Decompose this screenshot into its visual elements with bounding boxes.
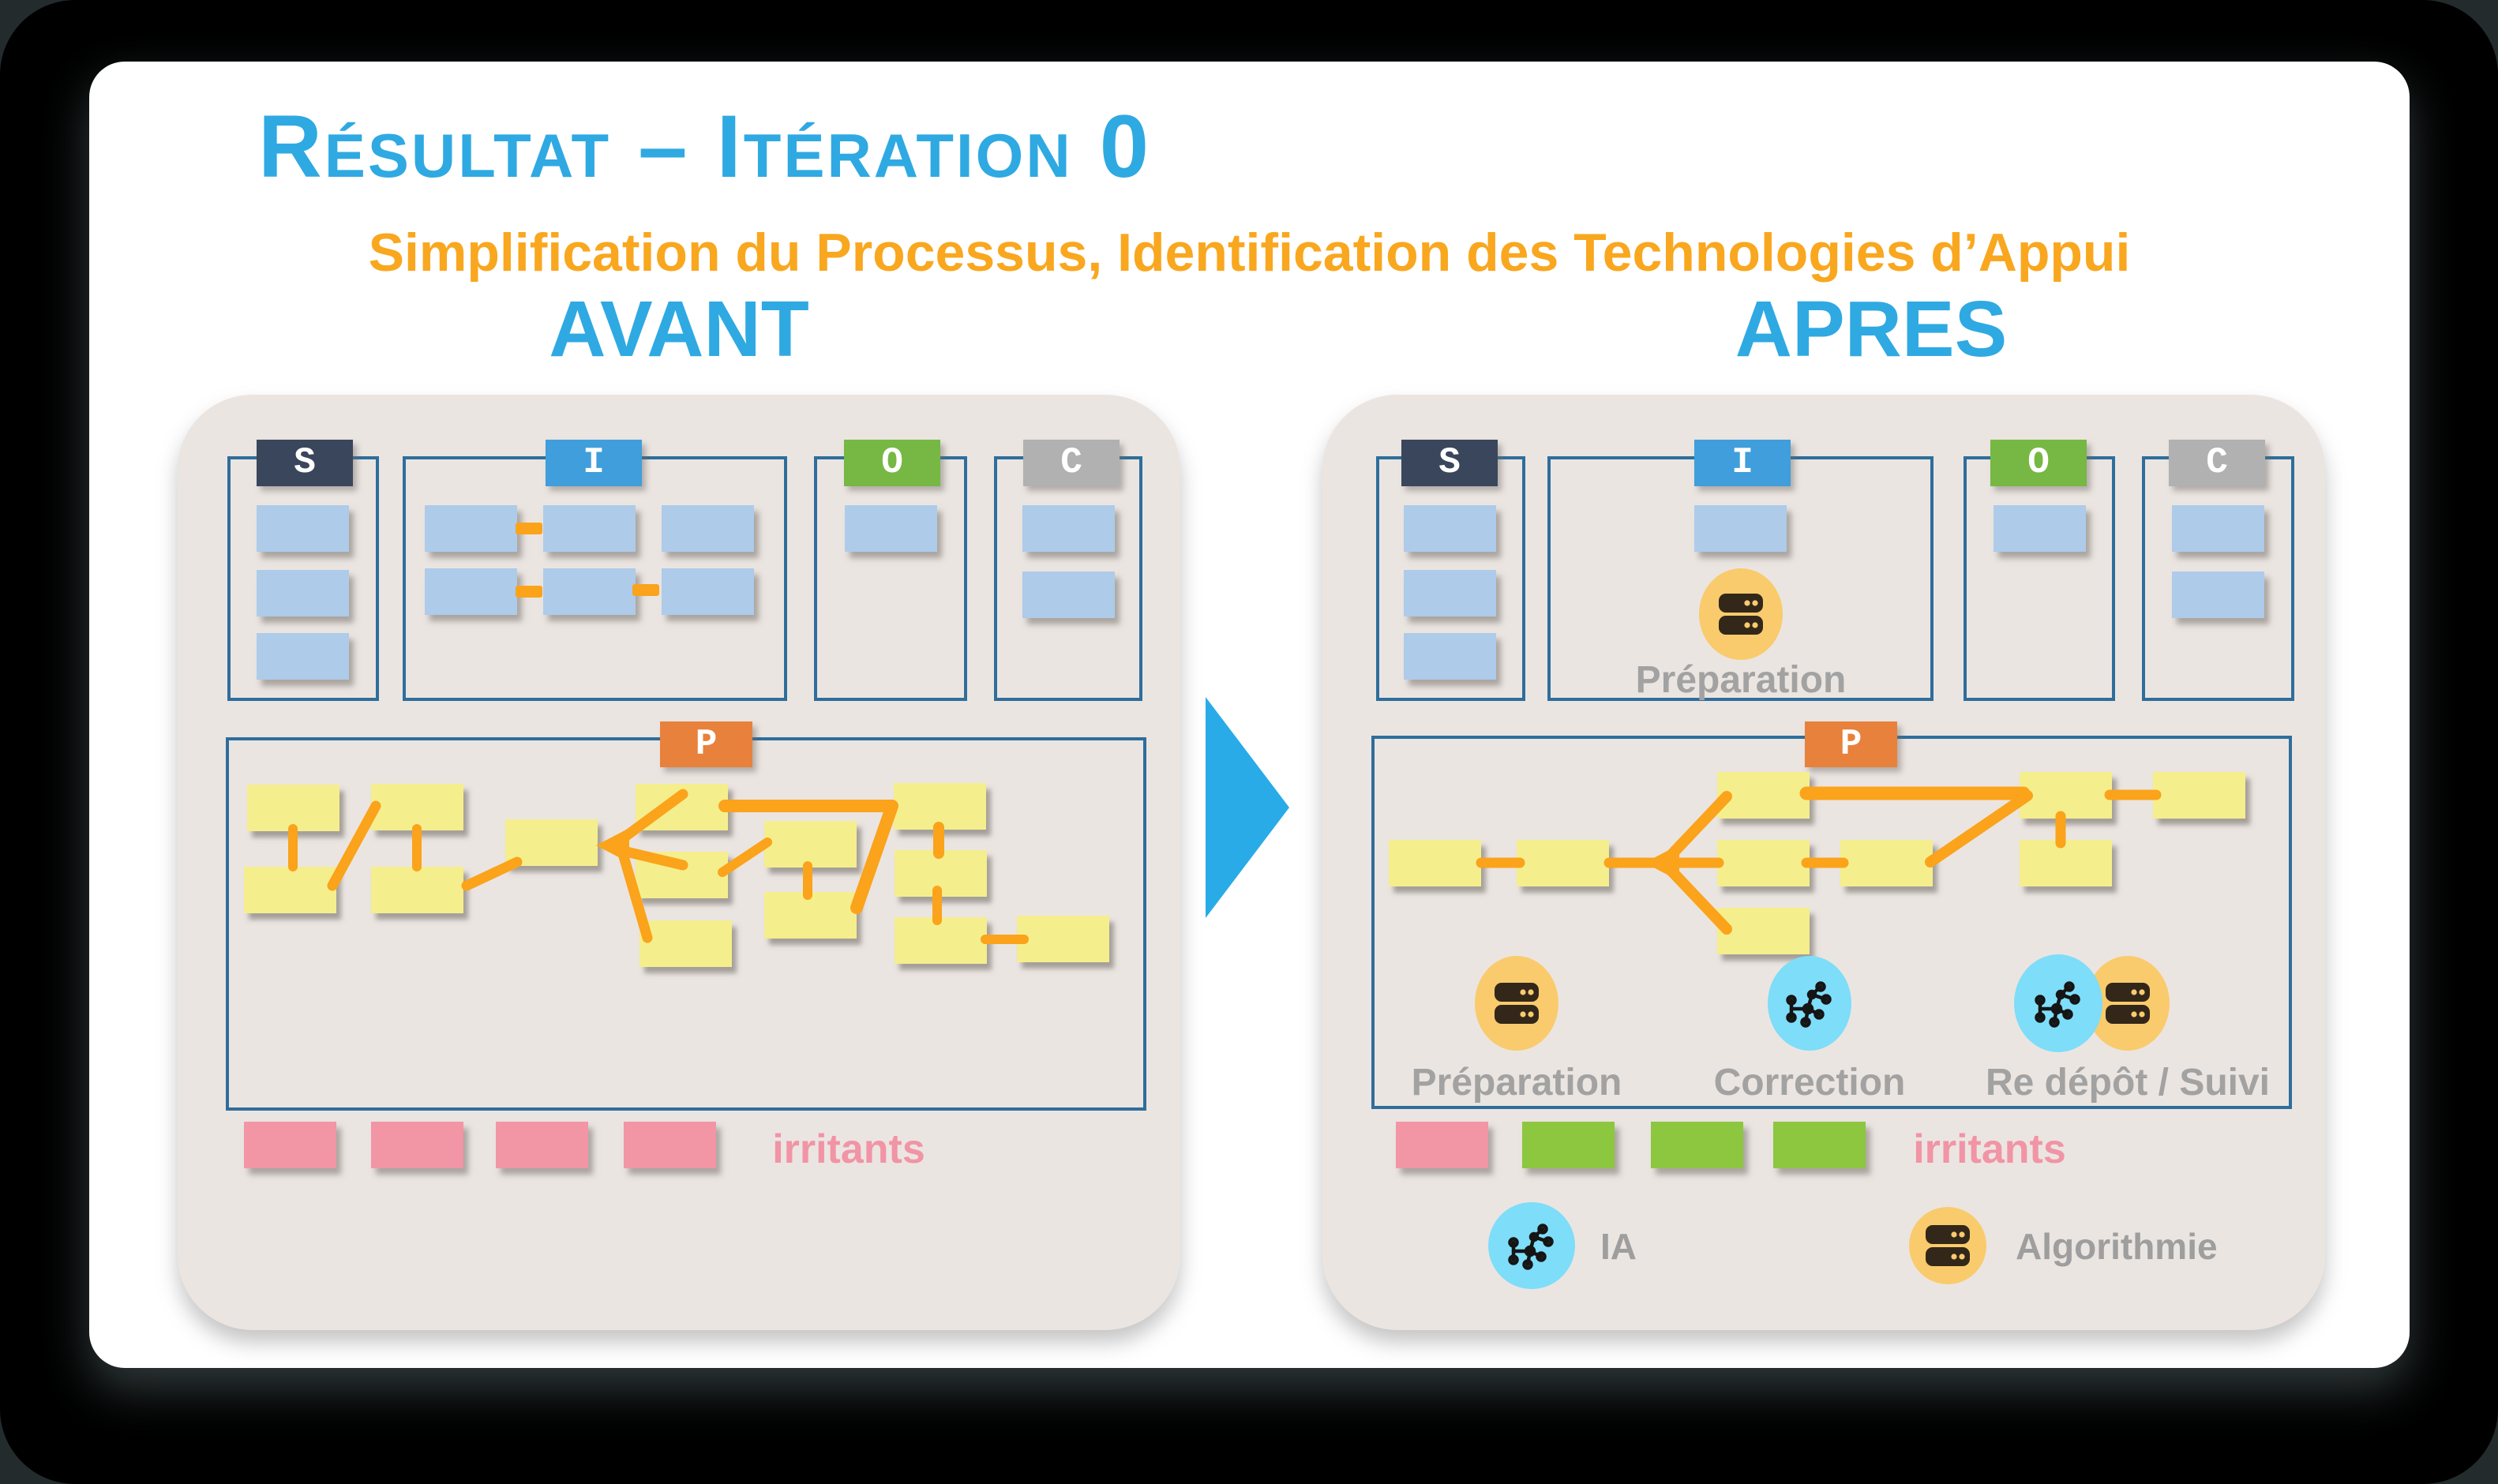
sticky-note-yellow [895,917,987,964]
sticky-note-blue [662,568,754,615]
sticky-note-yellow [247,785,339,831]
process-connector [327,800,381,891]
sticky-note-yellow [2020,772,2112,819]
irritant-note-green [1522,1122,1615,1168]
irritant-note-pink [1396,1122,1488,1168]
slide-canvas: Résultat – Itération 0 Simplification du… [89,62,2410,1368]
irritant-note-green [1773,1122,1866,1168]
process-connector [618,851,653,943]
sticky-note-blue [1022,571,1115,618]
sticky-note-yellow [764,821,857,868]
after-panel: S I O C P Préparation [1322,395,2325,1330]
lane-tab-c: C [1023,440,1120,486]
sticky-note-blue [2172,571,2264,618]
sticky-note-blue [425,505,517,552]
process-connector [461,856,523,891]
note-connector [516,586,542,598]
slide-subtitle: Simplification du Processus, Identificat… [368,223,2131,283]
note-connector [632,584,659,596]
lane-tab-o: O [844,440,940,486]
process-connector [718,838,772,877]
lane-tab-i: I [1694,440,1791,486]
sticky-note-blue [1694,505,1787,552]
lane-tab-c: C [2169,440,2265,486]
sticky-note-yellow [640,920,732,967]
sticky-note-yellow [1017,916,1109,962]
sticky-note-yellow [505,819,598,866]
irritant-note-pink [371,1122,463,1168]
sticky-note-blue [845,505,937,552]
lane-tab-s: S [1401,440,1498,486]
note-connector [516,523,542,534]
sticky-note-yellow [1517,840,1609,886]
process-connector [614,845,688,871]
step-label-preparation: Préparation [1411,1062,1622,1104]
lane-tab-i: I [546,440,642,486]
flow-arrowhead [1645,845,1679,881]
sticky-note-yellow [371,784,463,830]
ia-icon [1768,956,1851,1051]
sticky-note-yellow [1717,908,1810,954]
step-label-correction: Correction [1713,1062,1906,1104]
ia-icon [1488,1202,1575,1289]
process-tab: P [660,721,752,767]
sticky-note-blue [2172,505,2264,552]
legend-label-ia: IA [1600,1226,1637,1267]
sticky-note-blue [543,568,636,615]
sticky-note-blue [543,505,636,552]
sticky-note-yellow [1717,772,1810,819]
flow-arrowhead [596,828,629,863]
ia-and-algorithm-icon [2014,954,2170,1052]
sticky-note-yellow [2020,840,2112,886]
irritant-note-green [1651,1122,1743,1168]
sticky-note-blue [1404,505,1496,552]
process-connector [718,800,898,914]
sticky-note-yellow [1389,840,1481,886]
step-label-redepot-suivi: Re dépôt / Suivi [1985,1062,2271,1104]
process-connector [614,789,688,846]
sticky-note-blue [1404,570,1496,616]
sticky-note-yellow [1717,840,1810,886]
process-connector [1925,790,2033,868]
sticky-note-blue [1404,633,1496,680]
sticky-note-yellow [764,892,857,939]
process-tab: P [1805,721,1897,767]
irritants-label-after: irritants [1913,1126,2066,1172]
sticky-note-blue [425,568,517,615]
heading-after: APRES [1735,285,2008,373]
sticky-note-blue [257,633,349,680]
before-panel: S I O C P [178,395,1180,1330]
sticky-note-blue [1022,505,1115,552]
sticky-note-yellow [1840,840,1933,886]
transformation-arrow [1206,697,1289,918]
sticky-note-blue [662,505,754,552]
sticky-note-blue [1994,505,2086,552]
process-map-before [244,783,1109,967]
legend-label-algorithmie: Algorithmie [2016,1226,2218,1267]
irritant-note-pink [496,1122,588,1168]
irritant-note-pink [244,1122,336,1168]
sticky-note-yellow [244,867,336,913]
sticky-note-blue [257,570,349,616]
irritant-note-pink [624,1122,716,1168]
lane-tab-s: S [257,440,353,486]
algorithm-icon [1909,1207,1986,1284]
heading-before: AVANT [549,285,809,373]
sticky-note-blue [257,505,349,552]
lane-technology-label: Préparation [1635,659,1847,701]
algorithm-icon [1475,956,1558,1051]
sticky-note-yellow [2153,772,2245,819]
algorithm-icon [1699,568,1783,660]
sticky-note-yellow [371,867,463,913]
irritants-label-before: irritants [772,1126,925,1172]
process-map-after [1389,772,2245,954]
slide-title: Résultat – Itération 0 [258,97,1152,196]
lane-tab-o: O [1990,440,2087,486]
